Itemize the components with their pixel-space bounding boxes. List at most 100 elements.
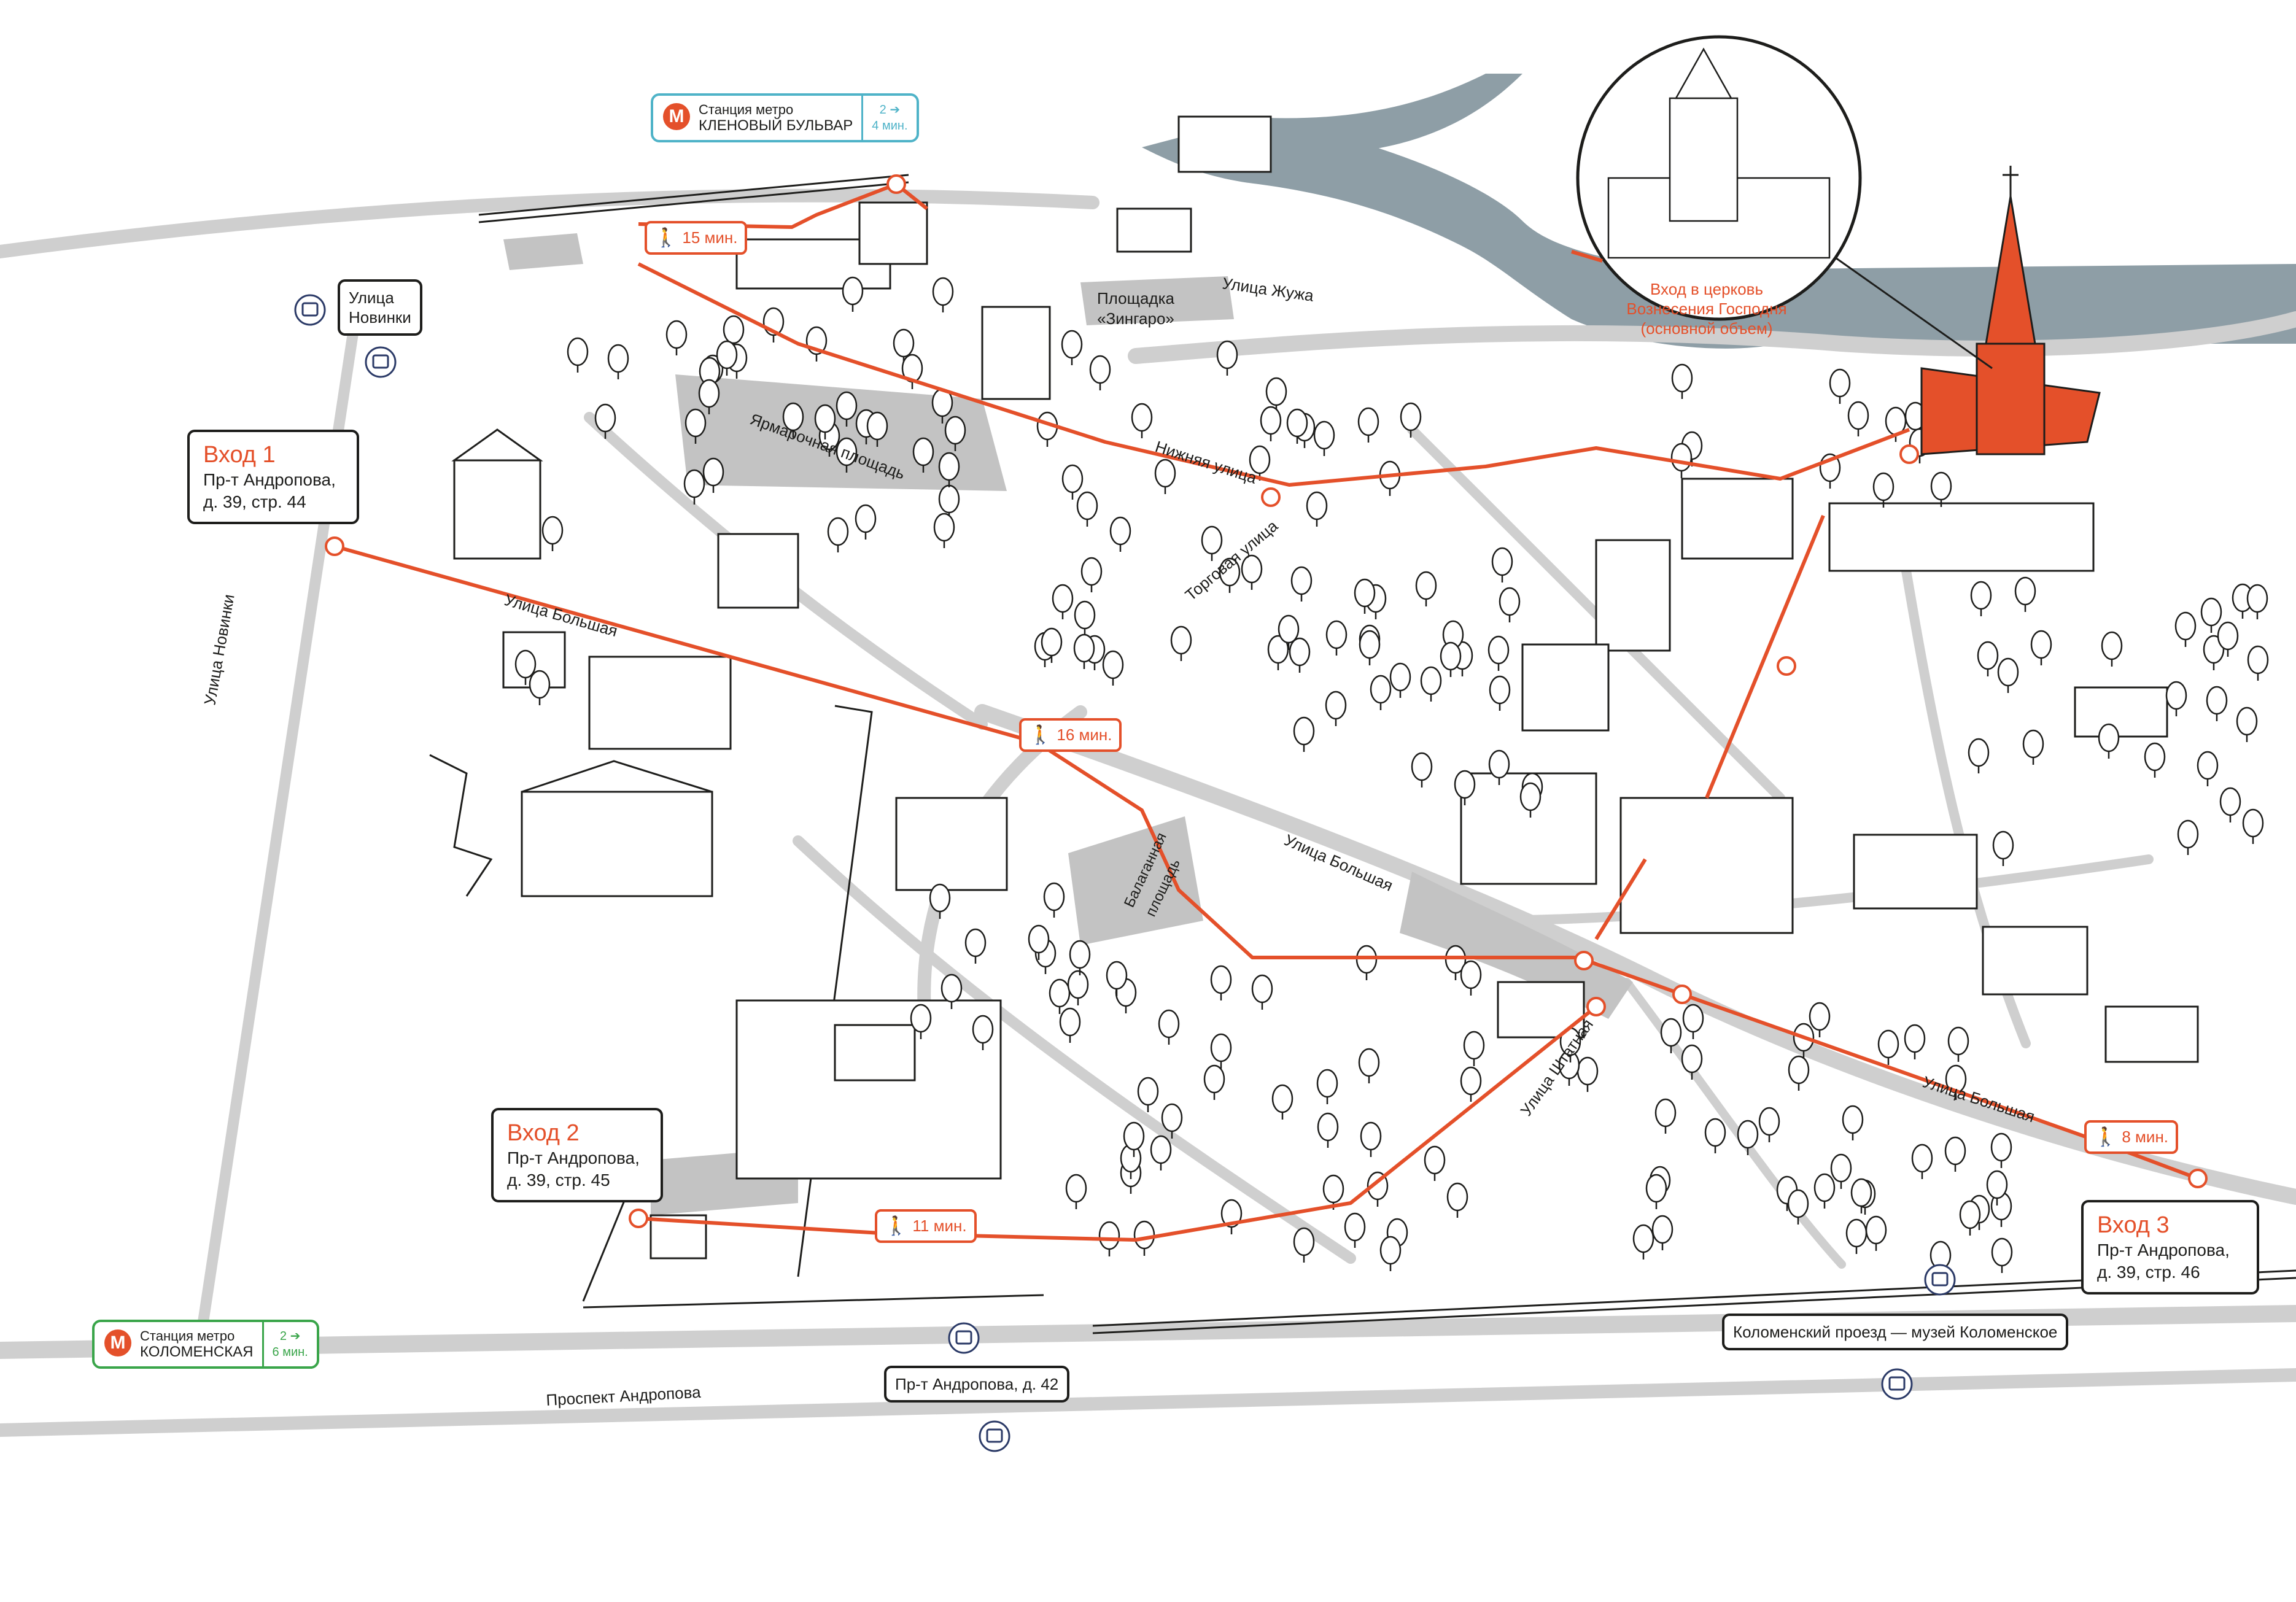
tree: [2098, 723, 2120, 753]
entrance-address-line1: Пр-т Андропова,: [2097, 1240, 2230, 1260]
tree: [1123, 1121, 1145, 1151]
entrance-2[interactable]: Вход 2 Пр-т Андропова, д. 39, стр. 45: [491, 1108, 663, 1202]
tree: [607, 344, 629, 373]
tree: [1758, 1107, 1780, 1136]
tree: [1325, 691, 1347, 720]
tree: [1316, 1069, 1338, 1098]
tree: [1842, 1105, 1864, 1134]
tree: [944, 416, 966, 445]
tree: [1420, 666, 1442, 695]
tree: [1379, 1236, 1402, 1265]
buildings: [451, 115, 2199, 1260]
tree: [702, 457, 724, 487]
plaza-label-zingaro-1: Площадка: [1097, 289, 1175, 308]
tree: [866, 411, 888, 441]
tree: [1671, 363, 1693, 393]
bus-stop-line1: Пр-т Андропова, д. 42: [895, 1375, 1059, 1393]
bus-stop-andropova-42[interactable]: Пр-т Андропова, д. 42: [884, 1366, 1070, 1403]
metro-station-kolomenskaya[interactable]: M Станция метро КОЛОМЕНСКАЯ 2 ➔ 6 мин.: [92, 1320, 319, 1369]
tree: [1491, 547, 1513, 576]
plaza-label-zingaro-2: «Зингаро»: [1097, 309, 1174, 328]
tree: [1460, 1066, 1482, 1096]
tree: [541, 516, 564, 545]
metro-station-klenovy-bulvar[interactable]: M Станция метро КЛЕНОВЫЙ БУЛЬВАР 2 ➔ 4 м…: [651, 93, 919, 142]
tree: [1463, 1031, 1485, 1060]
tree: [1074, 600, 1096, 630]
tree: [1519, 782, 1542, 811]
tree: [2200, 597, 2222, 627]
tree: [1052, 584, 1074, 613]
tree: [2165, 681, 2187, 710]
tree: [1499, 587, 1521, 616]
tree: [2242, 808, 2264, 838]
walking-person-icon: 🚶: [885, 1216, 908, 1236]
tree: [855, 504, 877, 533]
entrance-3[interactable]: Вход 3 Пр-т Андропова, д. 39, стр. 46: [2081, 1200, 2259, 1294]
tree: [1150, 1135, 1172, 1164]
tree: [1829, 368, 1851, 398]
tree: [1137, 1077, 1159, 1106]
tree: [1487, 635, 1510, 665]
tree: [1306, 491, 1328, 520]
tree: [1865, 1215, 1887, 1245]
metro-walk-bottom: 6 мин.: [272, 1345, 308, 1359]
callout-church-drawing: [1607, 47, 1831, 259]
tree: [1991, 1237, 2013, 1267]
walking-person-icon: 🚶: [1029, 725, 1052, 745]
tree: [2217, 621, 2239, 651]
tree: [1133, 1220, 1155, 1250]
tree: [1358, 1048, 1380, 1077]
walk-time-text: 8 мин.: [2122, 1128, 2169, 1146]
metro-text: Станция метро КЛЕНОВЫЙ БУЛЬВАР: [696, 96, 861, 140]
tree: [1845, 1218, 1867, 1248]
tree: [1968, 738, 1990, 767]
metro-icon: M: [104, 1329, 131, 1356]
entrance-1[interactable]: Вход 1 Пр-т Андропова, д. 39, стр. 44: [187, 430, 359, 524]
tree: [1041, 627, 1063, 657]
callout-arrow: [1571, 250, 1603, 263]
tree: [1317, 1112, 1339, 1142]
callout-pointer: [1835, 257, 1993, 370]
tree: [1293, 716, 1315, 746]
tree: [1313, 420, 1335, 450]
tree: [1158, 1009, 1180, 1039]
walking-person-icon: 🚶: [654, 228, 678, 248]
tree: [1877, 1029, 1899, 1059]
tree: [514, 649, 537, 679]
river-arm: [1240, 74, 1522, 155]
bus-stop-line1: Улица: [349, 288, 394, 307]
tree: [2177, 819, 2199, 849]
tree: [1161, 1103, 1183, 1132]
tree: [1660, 1018, 1682, 1047]
tree: [1415, 571, 1437, 600]
tree: [1065, 1174, 1087, 1203]
tree: [1354, 578, 1376, 608]
tree: [1325, 620, 1348, 649]
tree: [723, 315, 745, 344]
tree: [1930, 471, 1952, 501]
tree: [1440, 641, 1462, 671]
walk-time-16: 🚶 16 мин.: [1019, 718, 1122, 752]
bus-stop-ulitsa-novinki[interactable]: Улица Новинки: [338, 279, 422, 336]
tree: [716, 340, 738, 370]
walk-time-text: 15 мин.: [682, 228, 738, 247]
bus-stop-line2: Новинки: [349, 308, 411, 327]
tree: [941, 973, 963, 1003]
tree: [1704, 1118, 1726, 1147]
tree: [1293, 1227, 1315, 1256]
tree: [529, 670, 551, 699]
church-of-ascension: [1920, 166, 2101, 455]
tree: [1154, 459, 1176, 488]
tree: [2219, 787, 2241, 816]
tree: [1970, 581, 1992, 610]
tree: [1990, 1132, 2012, 1162]
callout-line3: (основной объем): [1640, 319, 1773, 338]
church-entrance-callout: Вход в церковь Вознесения Господня (осно…: [1578, 279, 1836, 338]
tree: [1424, 1145, 1446, 1175]
tree: [1446, 1182, 1468, 1212]
bus-icon-glyphs: [301, 302, 1949, 1443]
street-label-torgovaya: Торговая улица: [1182, 516, 1282, 604]
tree: [2030, 630, 2052, 659]
bus-stop-kolomensky-proezd[interactable]: Коломенский проезд — музей Коломенское: [1722, 1314, 2069, 1350]
